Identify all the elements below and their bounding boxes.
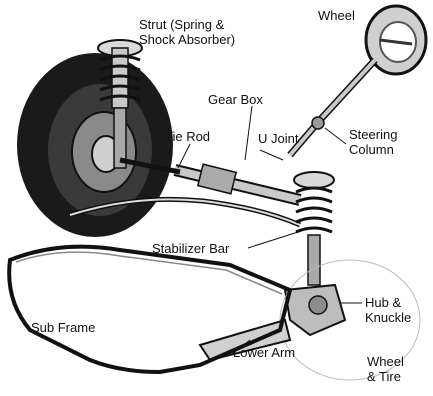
label-gear-box: Gear Box — [208, 92, 263, 107]
label-tie-rod: Tie Rod — [165, 129, 210, 144]
label-hub-knuckle: Hub & Knuckle — [365, 295, 411, 325]
label-steering-column: Steering Column — [349, 127, 397, 157]
gear-box-illustration — [175, 164, 300, 200]
label-wheel-tire: Wheel & Tire — [367, 354, 404, 384]
label-lower-arm: Lower Arm — [233, 345, 295, 360]
label-u-joint: U Joint — [258, 131, 298, 146]
label-wheel: Wheel — [318, 8, 355, 23]
label-sub-frame: Sub Frame — [31, 320, 95, 335]
label-stabilizer-bar: Stabilizer Bar — [152, 241, 229, 256]
label-strut: Strut (Spring & Shock Absorber) — [139, 17, 235, 47]
hub-knuckle-illustration — [285, 285, 345, 335]
